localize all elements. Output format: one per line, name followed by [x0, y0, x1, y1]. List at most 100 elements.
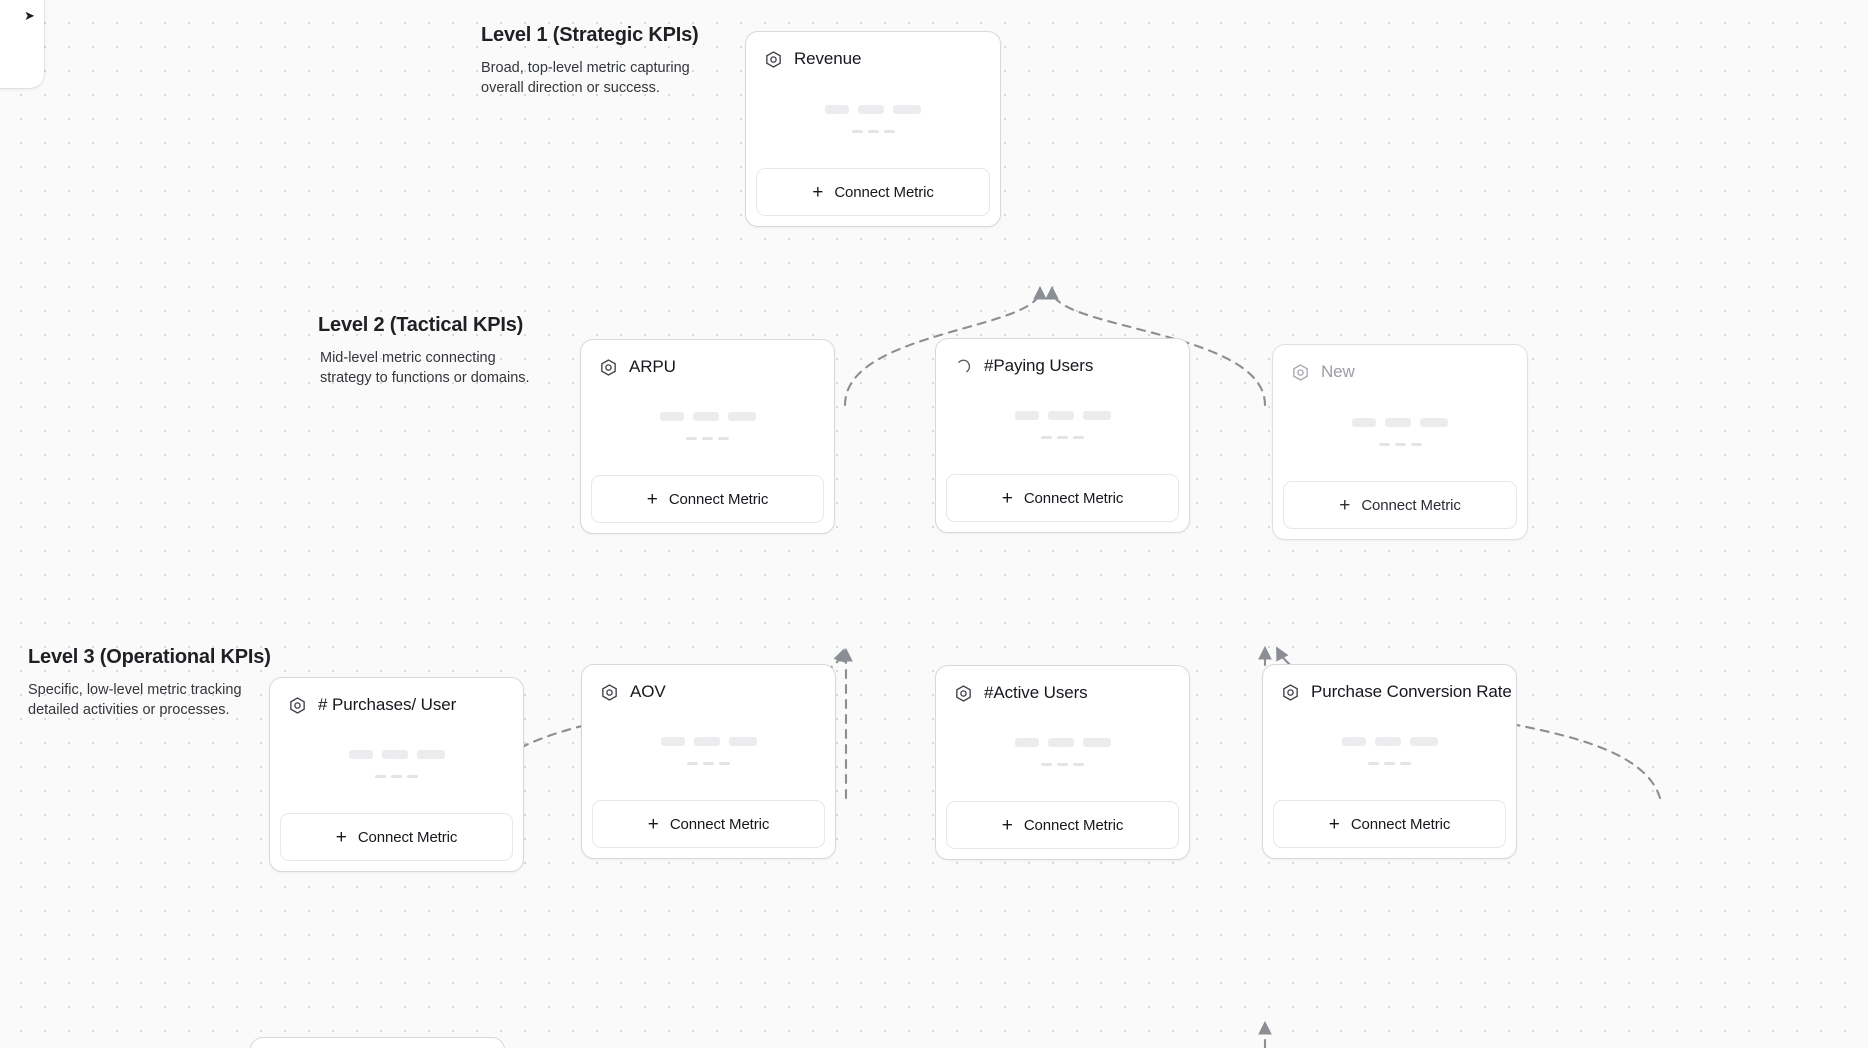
connect-metric-label: Connect Metric: [1023, 489, 1124, 507]
skeleton-chip: [1409, 737, 1438, 746]
hexagon-icon: [954, 684, 973, 703]
skeleton-chip: [1047, 738, 1074, 747]
card-skeleton-body: [582, 702, 835, 800]
metric-card-active-users[interactable]: #Active Users + Connect Metric: [935, 665, 1190, 860]
plus-icon: +: [646, 488, 658, 510]
level-3-title: Level 3 (Operational KPIs): [28, 646, 271, 668]
skeleton-chip: [1368, 762, 1379, 765]
card-header: Purchase Conversion Rate: [1263, 665, 1516, 702]
skeleton-chip: [718, 437, 729, 440]
skeleton-chip: [867, 129, 879, 133]
skeleton-chip: [1057, 436, 1068, 439]
card-header: # Purchases/ User: [270, 678, 523, 715]
skeleton-chip: [407, 775, 418, 778]
hexagon-icon: [600, 683, 619, 702]
skeleton-chip: [1041, 763, 1052, 766]
metric-card-purchase-conversion-rate[interactable]: Purchase Conversion Rate + Connect Metri…: [1262, 664, 1517, 859]
card-header: #Paying Users: [936, 339, 1189, 376]
skeleton-row-secondary: [686, 437, 729, 440]
skeleton-chip: [883, 129, 895, 133]
metric-card-new[interactable]: New + Connect Metric: [1272, 344, 1528, 540]
skeleton-chip: [659, 412, 684, 421]
skeleton-chip: [728, 737, 757, 746]
metric-card-offscreen-bottom[interactable]: [250, 1037, 505, 1048]
skeleton-chip: [1410, 442, 1422, 446]
skeleton-chip: [1047, 411, 1074, 420]
hexagon-icon: [288, 696, 307, 715]
connect-metric-button[interactable]: + Connect Metric: [946, 474, 1179, 522]
card-skeleton-body: [746, 69, 1000, 168]
level-2-description: Mid-level metric connecting strategy to …: [320, 350, 530, 386]
skeleton-row-secondary: [851, 129, 895, 133]
card-title: # Purchases/ User: [318, 695, 457, 714]
hexagon-icon: [764, 50, 783, 69]
skeleton-chip: [692, 412, 719, 421]
hexagon-icon: [1281, 683, 1300, 702]
metric-card-arpu[interactable]: ARPU + Connect Metric: [580, 339, 835, 534]
skeleton-chip: [1082, 738, 1111, 747]
connect-metric-label: Connect Metric: [1350, 815, 1451, 833]
clipped-panel[interactable]: ➤: [0, 0, 44, 88]
metric-card-purchases-user[interactable]: # Purchases/ User + Connect Metric: [269, 677, 524, 872]
plus-icon: +: [1328, 813, 1340, 835]
connect-metric-button[interactable]: + Connect Metric: [756, 168, 990, 216]
skeleton-chip: [1014, 411, 1039, 420]
skeleton-chip: [1400, 762, 1411, 765]
skeleton-chip: [381, 750, 408, 759]
plus-icon: +: [1001, 814, 1013, 836]
skeleton-chip: [851, 129, 863, 133]
skeleton-row-secondary: [1041, 436, 1084, 439]
card-skeleton-body: [581, 377, 834, 475]
skeleton-row-secondary: [1378, 442, 1422, 446]
plus-icon: +: [647, 813, 659, 835]
skeleton-chip: [1057, 763, 1068, 766]
connect-metric-button[interactable]: + Connect Metric: [591, 475, 824, 523]
connect-metric-label: Connect Metric: [1023, 816, 1124, 834]
skeleton-row-secondary: [1041, 763, 1084, 766]
card-skeleton-body: [936, 376, 1189, 474]
metric-card-revenue[interactable]: Revenue + Connect Metric: [745, 31, 1001, 227]
connect-metric-button[interactable]: + Connect Metric: [946, 801, 1179, 849]
card-skeleton-body: [270, 715, 523, 813]
skeleton-chip: [1374, 737, 1401, 746]
skeleton-row-primary: [348, 750, 445, 759]
level-1-title: Level 1 (Strategic KPIs): [481, 24, 699, 46]
skeleton-chip: [1352, 417, 1376, 427]
plus-icon: +: [1339, 494, 1351, 516]
skeleton-chip: [719, 762, 730, 765]
level-3-legend: Level 3 (Operational KPIs) Specific, low…: [28, 646, 271, 720]
skeleton-chip: [687, 762, 698, 765]
skeleton-chip: [1384, 762, 1395, 765]
plus-icon: +: [335, 826, 347, 848]
skeleton-row-primary: [1341, 737, 1438, 746]
skeleton-row-primary: [825, 104, 921, 114]
plus-icon: +: [1001, 487, 1013, 509]
plus-icon: +: [812, 181, 824, 203]
skeleton-chip: [1394, 442, 1406, 446]
metric-card-paying-users[interactable]: #Paying Users + Connect Metric: [935, 338, 1190, 533]
metric-card-aov[interactable]: AOV + Connect Metric: [581, 664, 836, 859]
skeleton-chip: [1041, 436, 1052, 439]
skeleton-row-secondary: [687, 762, 730, 765]
skeleton-chip: [893, 104, 921, 114]
level-2-title: Level 2 (Tactical KPIs): [318, 314, 524, 336]
card-title: ARPU: [629, 357, 676, 376]
spinner-icon: [954, 357, 973, 376]
connect-metric-button[interactable]: + Connect Metric: [592, 800, 825, 848]
card-title: Purchase Conversion Rate: [1311, 682, 1512, 701]
skeleton-chip: [825, 104, 849, 114]
card-header: New: [1273, 345, 1527, 382]
connect-metric-button[interactable]: + Connect Metric: [1273, 800, 1506, 848]
skeleton-chip: [702, 437, 713, 440]
connect-metric-button[interactable]: + Connect Metric: [1283, 481, 1517, 529]
skeleton-chip: [703, 762, 714, 765]
skeleton-chip: [660, 737, 685, 746]
skeleton-row-primary: [1352, 417, 1448, 427]
connect-metric-button[interactable]: + Connect Metric: [280, 813, 513, 861]
card-header: Revenue: [746, 32, 1000, 69]
card-header: #Active Users: [936, 666, 1189, 703]
skeleton-chip: [1014, 738, 1039, 747]
skeleton-row-primary: [660, 737, 757, 746]
level-2-legend: Level 2 (Tactical KPIs) Mid-level metric…: [318, 314, 545, 388]
